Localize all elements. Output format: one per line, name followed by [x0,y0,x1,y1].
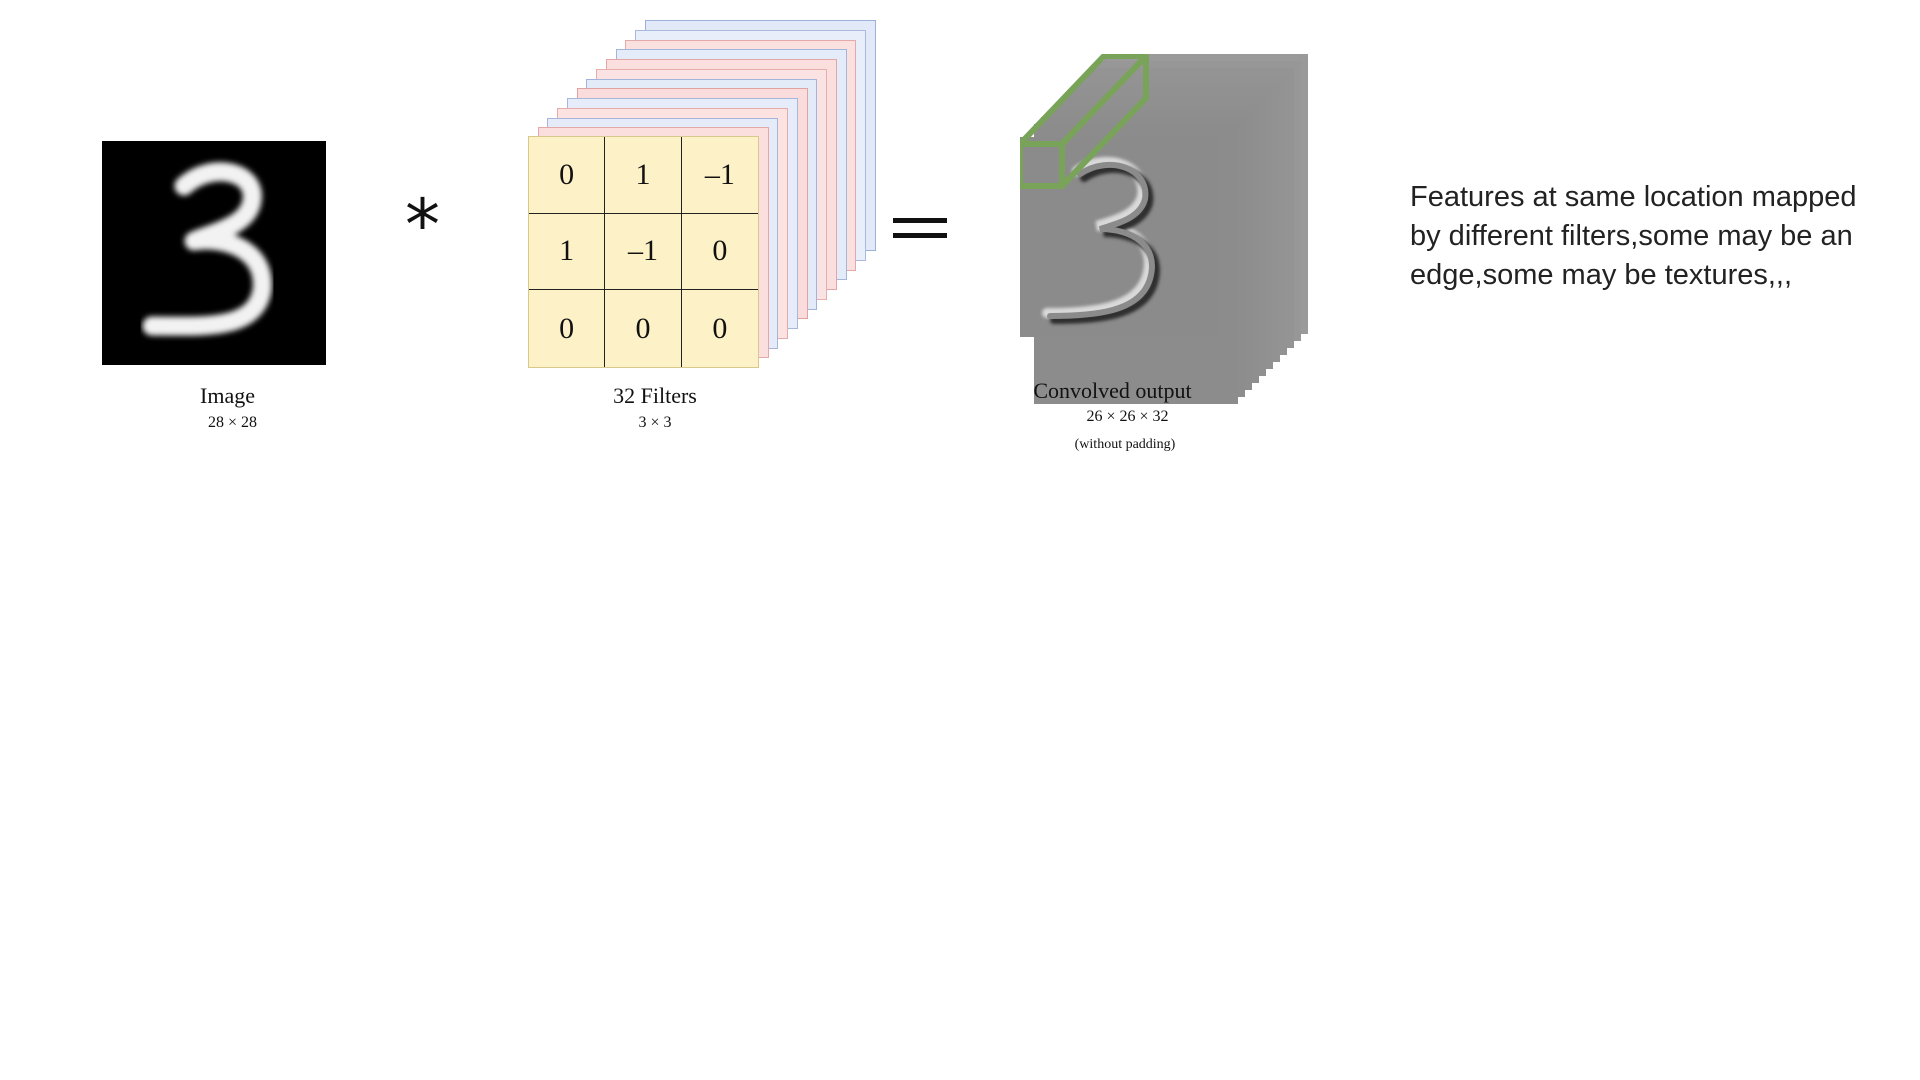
kernel-cell: 0 [712,311,728,345]
image-label: Image [200,383,255,408]
digit-three-drawing [142,162,272,336]
convolution-operator: * [405,184,440,266]
receptive-field-column [1020,54,1149,189]
filters-size-label: 3 × 3 [638,414,672,431]
annotation-text: Features at same location mapped by diff… [1410,181,1857,291]
output-size-label: 26 × 26 × 32 [1086,408,1169,425]
kernel-cell: 0 [605,290,682,367]
output-label: Convolved output [1033,378,1192,403]
kernel-cell: –1 [605,213,682,291]
image-size-label: 28 × 28 [207,414,258,431]
equals-sign [893,218,947,238]
equals-bar-top [893,218,947,223]
kernel-cell: 0 [529,137,606,214]
kernel-cell: 0 [681,214,758,291]
filter-kernel-grid: 0 1 –1 1 –1 0 0 0 0 [528,136,759,368]
equals-bar-bottom [893,233,947,238]
kernel-cell: –1 [681,137,758,214]
filters-label: 32 Filters [613,383,697,408]
output-front-feature-map [1020,54,1218,337]
filter-stack: 0 1 –1 1 –1 0 0 0 0 [528,20,878,370]
convolved-output-volume [1020,54,1320,404]
output-note-label: (without padding) [1074,437,1176,452]
kernel-cell: 1 [529,213,606,291]
kernel-cell: 1 [605,137,682,214]
mnist-digit-image [102,141,326,365]
kernel-cell: 0 [529,290,606,367]
